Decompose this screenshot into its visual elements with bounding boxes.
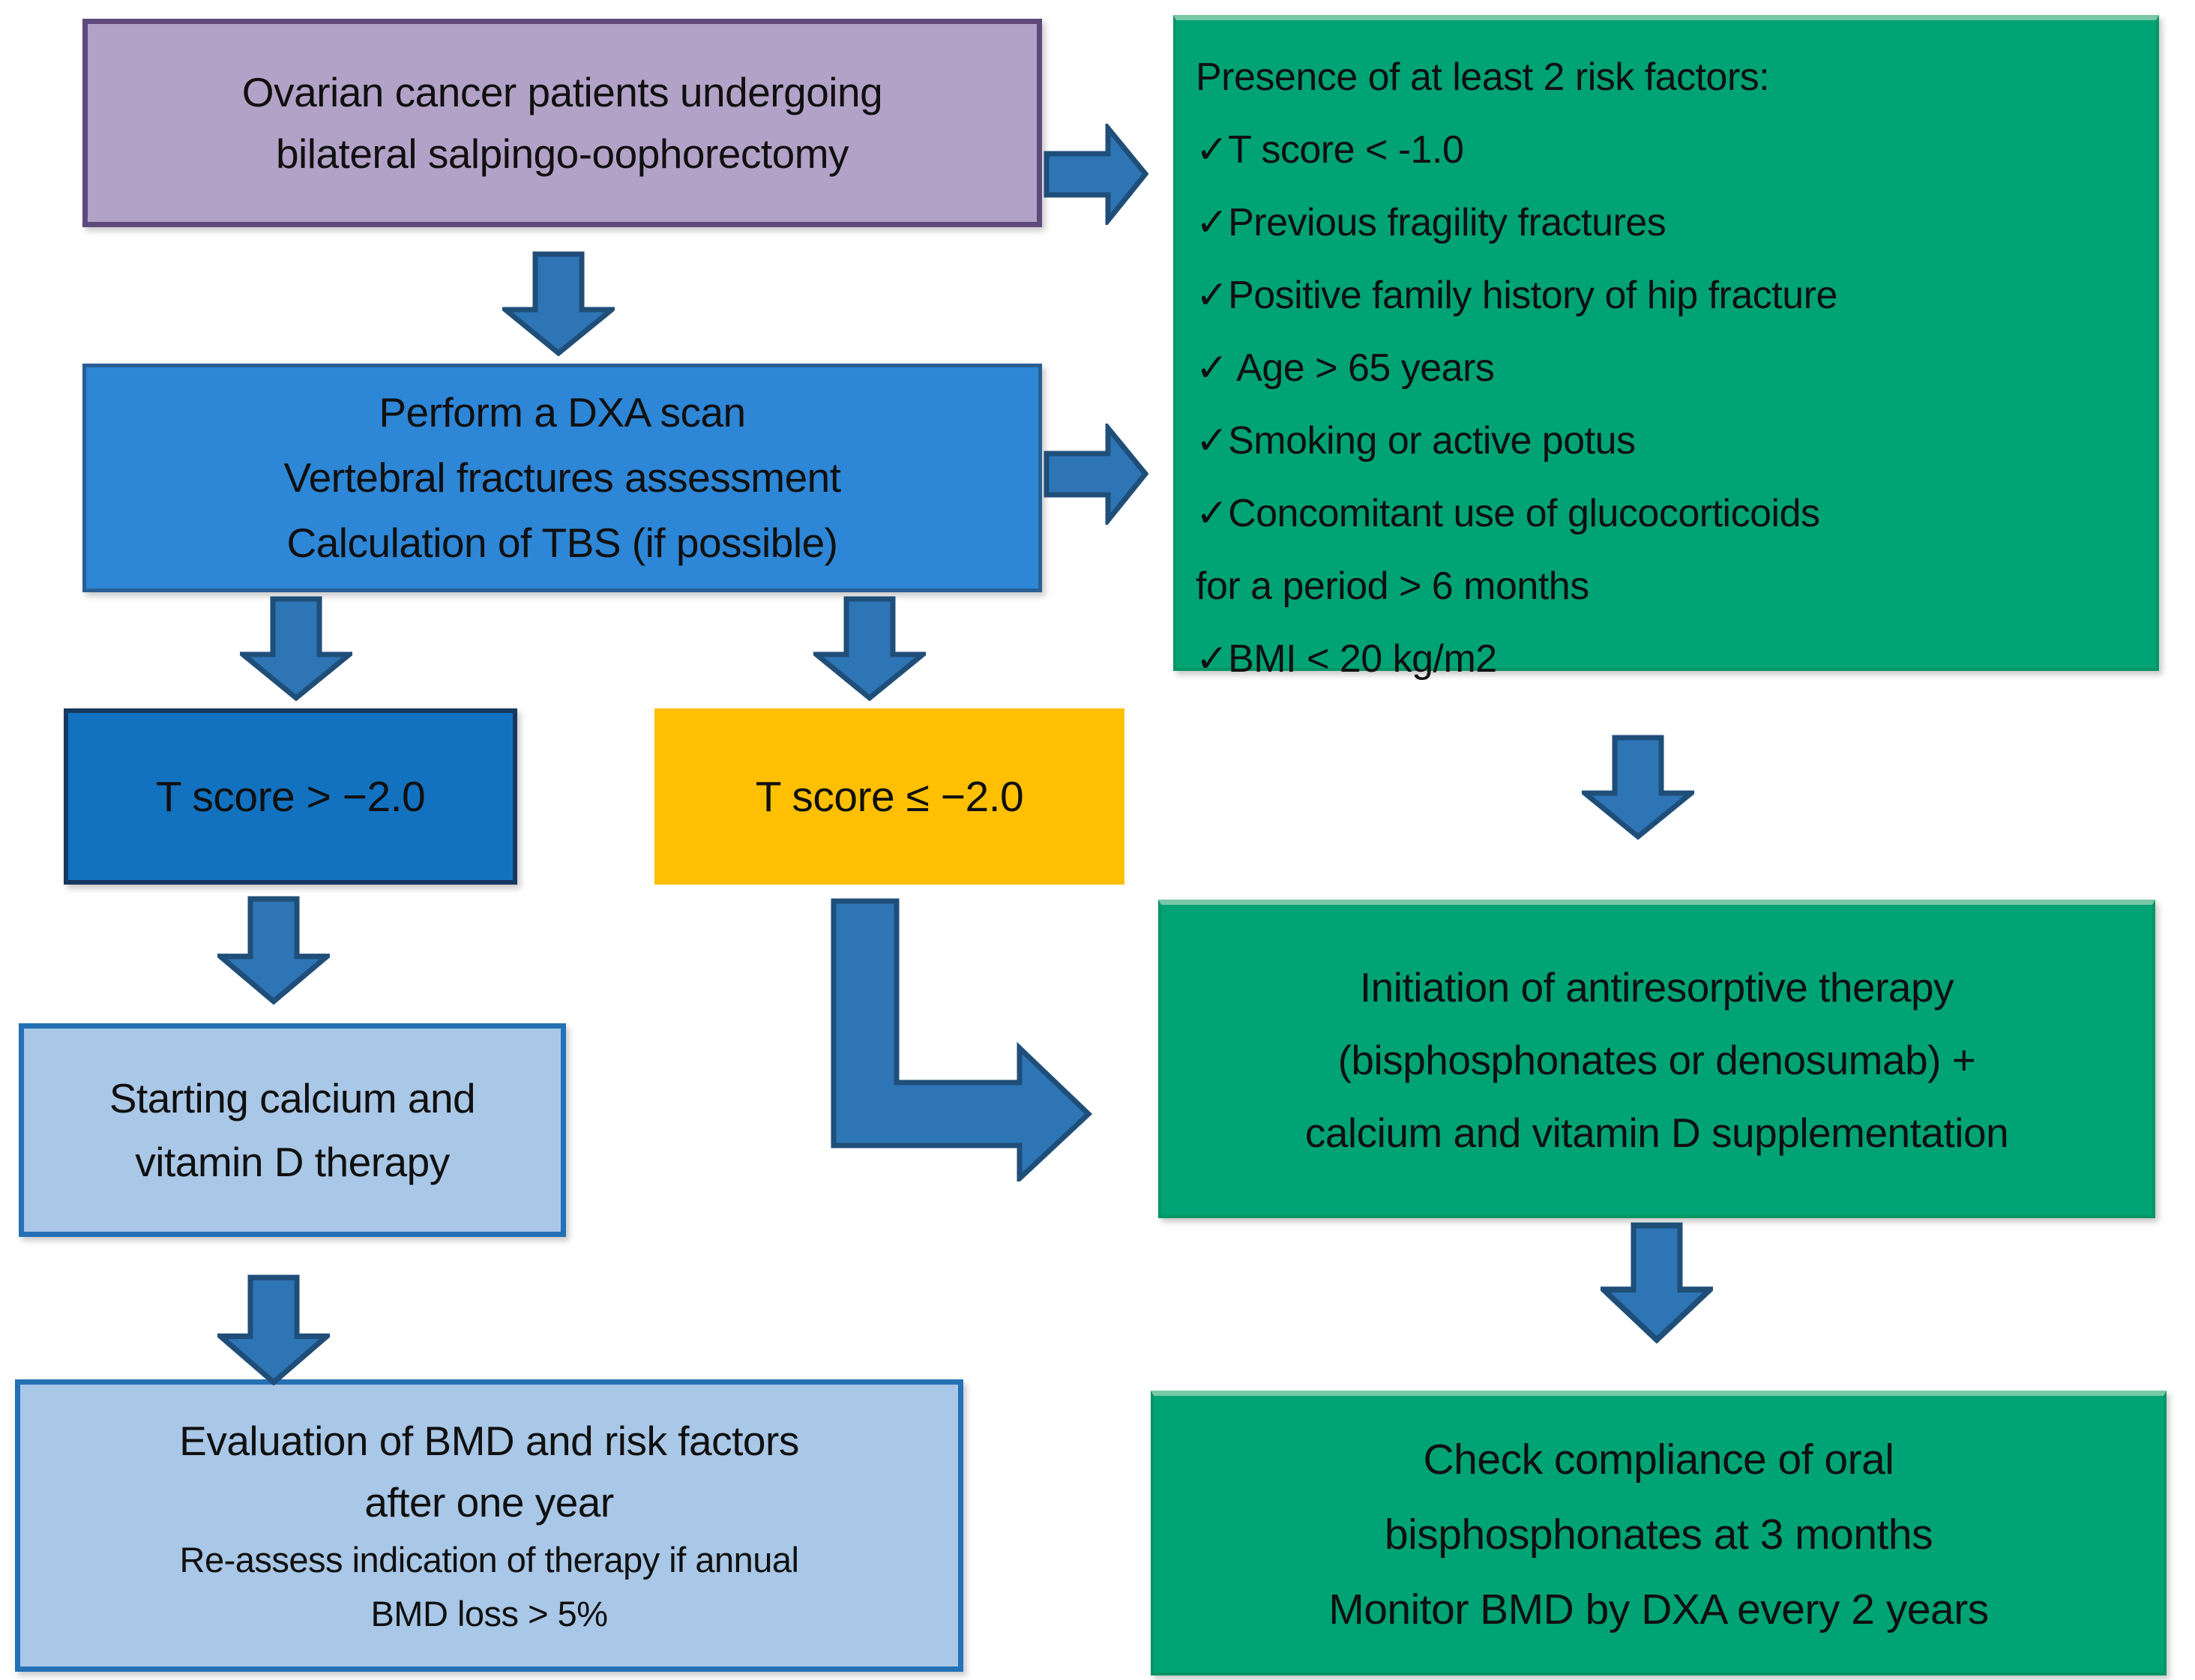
- tscore-lessequal-label: T score ≤ −2.0: [755, 772, 1024, 821]
- right-arrow-icon: [1044, 124, 1148, 225]
- risk-item: ✓Previous fragility fractures: [1196, 187, 1666, 259]
- risk-item: ✓BMI < 20 kg/m2: [1196, 623, 1497, 696]
- risk-item: ✓Concomitant use of glucocorticoids: [1196, 478, 1820, 550]
- down-arrow-icon: [813, 596, 926, 701]
- box-compliance-line-3: Monitor BMD by DXA every 2 years: [1328, 1585, 1989, 1634]
- box-initiation-line-1: Initiation of antiresorptive therapy: [1359, 963, 1954, 1011]
- box-patients-line-1: Ovarian cancer patients undergoing: [241, 69, 883, 115]
- box-dxa-line-3: Calculation of TBS (if possible): [286, 520, 839, 566]
- box-ovarian-cancer-patients: Ovarian cancer patients undergoing bilat…: [82, 19, 1042, 227]
- risk-item-text: Smoking or active potus: [1228, 419, 1636, 463]
- down-arrow-icon: [1582, 735, 1694, 840]
- check-icon: ✓: [1196, 274, 1229, 317]
- box-dxa-scan: Perform a DXA scan Vertebral fractures a…: [82, 364, 1042, 592]
- box-antiresorptive-therapy: Initiation of antiresorptive therapy (bi…: [1158, 900, 2155, 1218]
- risk-item: ✓ Age > 65 years: [1196, 332, 1495, 405]
- check-icon: ✓: [1196, 419, 1229, 463]
- box-evaluation-line-1: Evaluation of BMD and risk factors: [179, 1418, 799, 1464]
- down-arrow-icon: [240, 596, 352, 701]
- tscore-greater-label: T score > −2.0: [155, 772, 426, 821]
- box-check-compliance: Check compliance of oral bisphosphonates…: [1151, 1391, 2167, 1676]
- risk-factors-title: Presence of at least 2 risk factors:: [1196, 55, 1770, 99]
- box-dxa-line-2: Vertebral fractures assessment: [283, 454, 841, 501]
- check-icon: ✓: [1196, 201, 1229, 244]
- box-evaluation-line-3: Re-assess indication of therapy if annua…: [179, 1540, 799, 1580]
- box-tscore-greater: T score > −2.0: [64, 708, 517, 885]
- risk-item: ✓T score < -1.0: [1196, 114, 1464, 187]
- box-initiation-line-3: calcium and vitamin D supplementation: [1304, 1109, 2009, 1156]
- box-patients-line-2: bilateral salpingo-oophorectomy: [275, 130, 849, 177]
- risk-item: ✓Smoking or active potus: [1196, 405, 1636, 478]
- box-evaluation-line-2: after one year: [364, 1479, 614, 1526]
- risk-item: ✓Positive family history of hip fracture: [1196, 259, 1837, 332]
- risk-item-text: Concomitant use of glucocorticoids: [1228, 492, 1820, 535]
- risk-item-text: for a period > 6 months: [1196, 564, 1589, 608]
- box-tscore-lessequal: T score ≤ −2.0: [654, 708, 1124, 885]
- box-calcium-vitamin-d: Starting calcium and vitamin D therapy: [19, 1023, 566, 1237]
- risk-item-text: Previous fragility fractures: [1228, 201, 1666, 244]
- box-compliance-line-1: Check compliance of oral: [1423, 1435, 1894, 1484]
- risk-item-text: T score < -1.0: [1228, 128, 1464, 172]
- check-icon: ✓: [1196, 128, 1229, 172]
- risk-item-text: Age > 65 years: [1236, 346, 1495, 390]
- down-arrow-icon: [217, 896, 330, 1005]
- risk-item-text: BMI < 20 kg/m2: [1228, 637, 1497, 681]
- box-evaluation-line-4: BMD loss > 5%: [370, 1594, 608, 1634]
- down-arrow-icon: [217, 1274, 330, 1385]
- box-calcium-line-1: Starting calcium and: [109, 1074, 476, 1121]
- down-arrow-icon: [502, 251, 615, 356]
- box-calcium-line-2: vitamin D therapy: [135, 1138, 450, 1185]
- risk-item: for a period > 6 months: [1196, 550, 1589, 623]
- elbow-arrow-icon: [831, 898, 1093, 1181]
- check-icon: ✓: [1196, 346, 1237, 390]
- check-icon: ✓: [1196, 637, 1229, 681]
- box-dxa-line-1: Perform a DXA scan: [379, 389, 746, 436]
- box-compliance-line-2: bisphosphonates at 3 months: [1384, 1510, 1933, 1559]
- box-bmd-evaluation: Evaluation of BMD and risk factors after…: [15, 1379, 963, 1672]
- down-arrow-icon: [1601, 1222, 1713, 1343]
- check-icon: ✓: [1196, 492, 1229, 535]
- box-risk-factors: Presence of at least 2 risk factors: ✓T …: [1173, 15, 2159, 681]
- right-arrow-icon: [1044, 424, 1148, 525]
- box-initiation-line-2: (bisphosphonates or denosumab) +: [1337, 1036, 1976, 1083]
- risk-item-text: Positive family history of hip fracture: [1228, 274, 1837, 317]
